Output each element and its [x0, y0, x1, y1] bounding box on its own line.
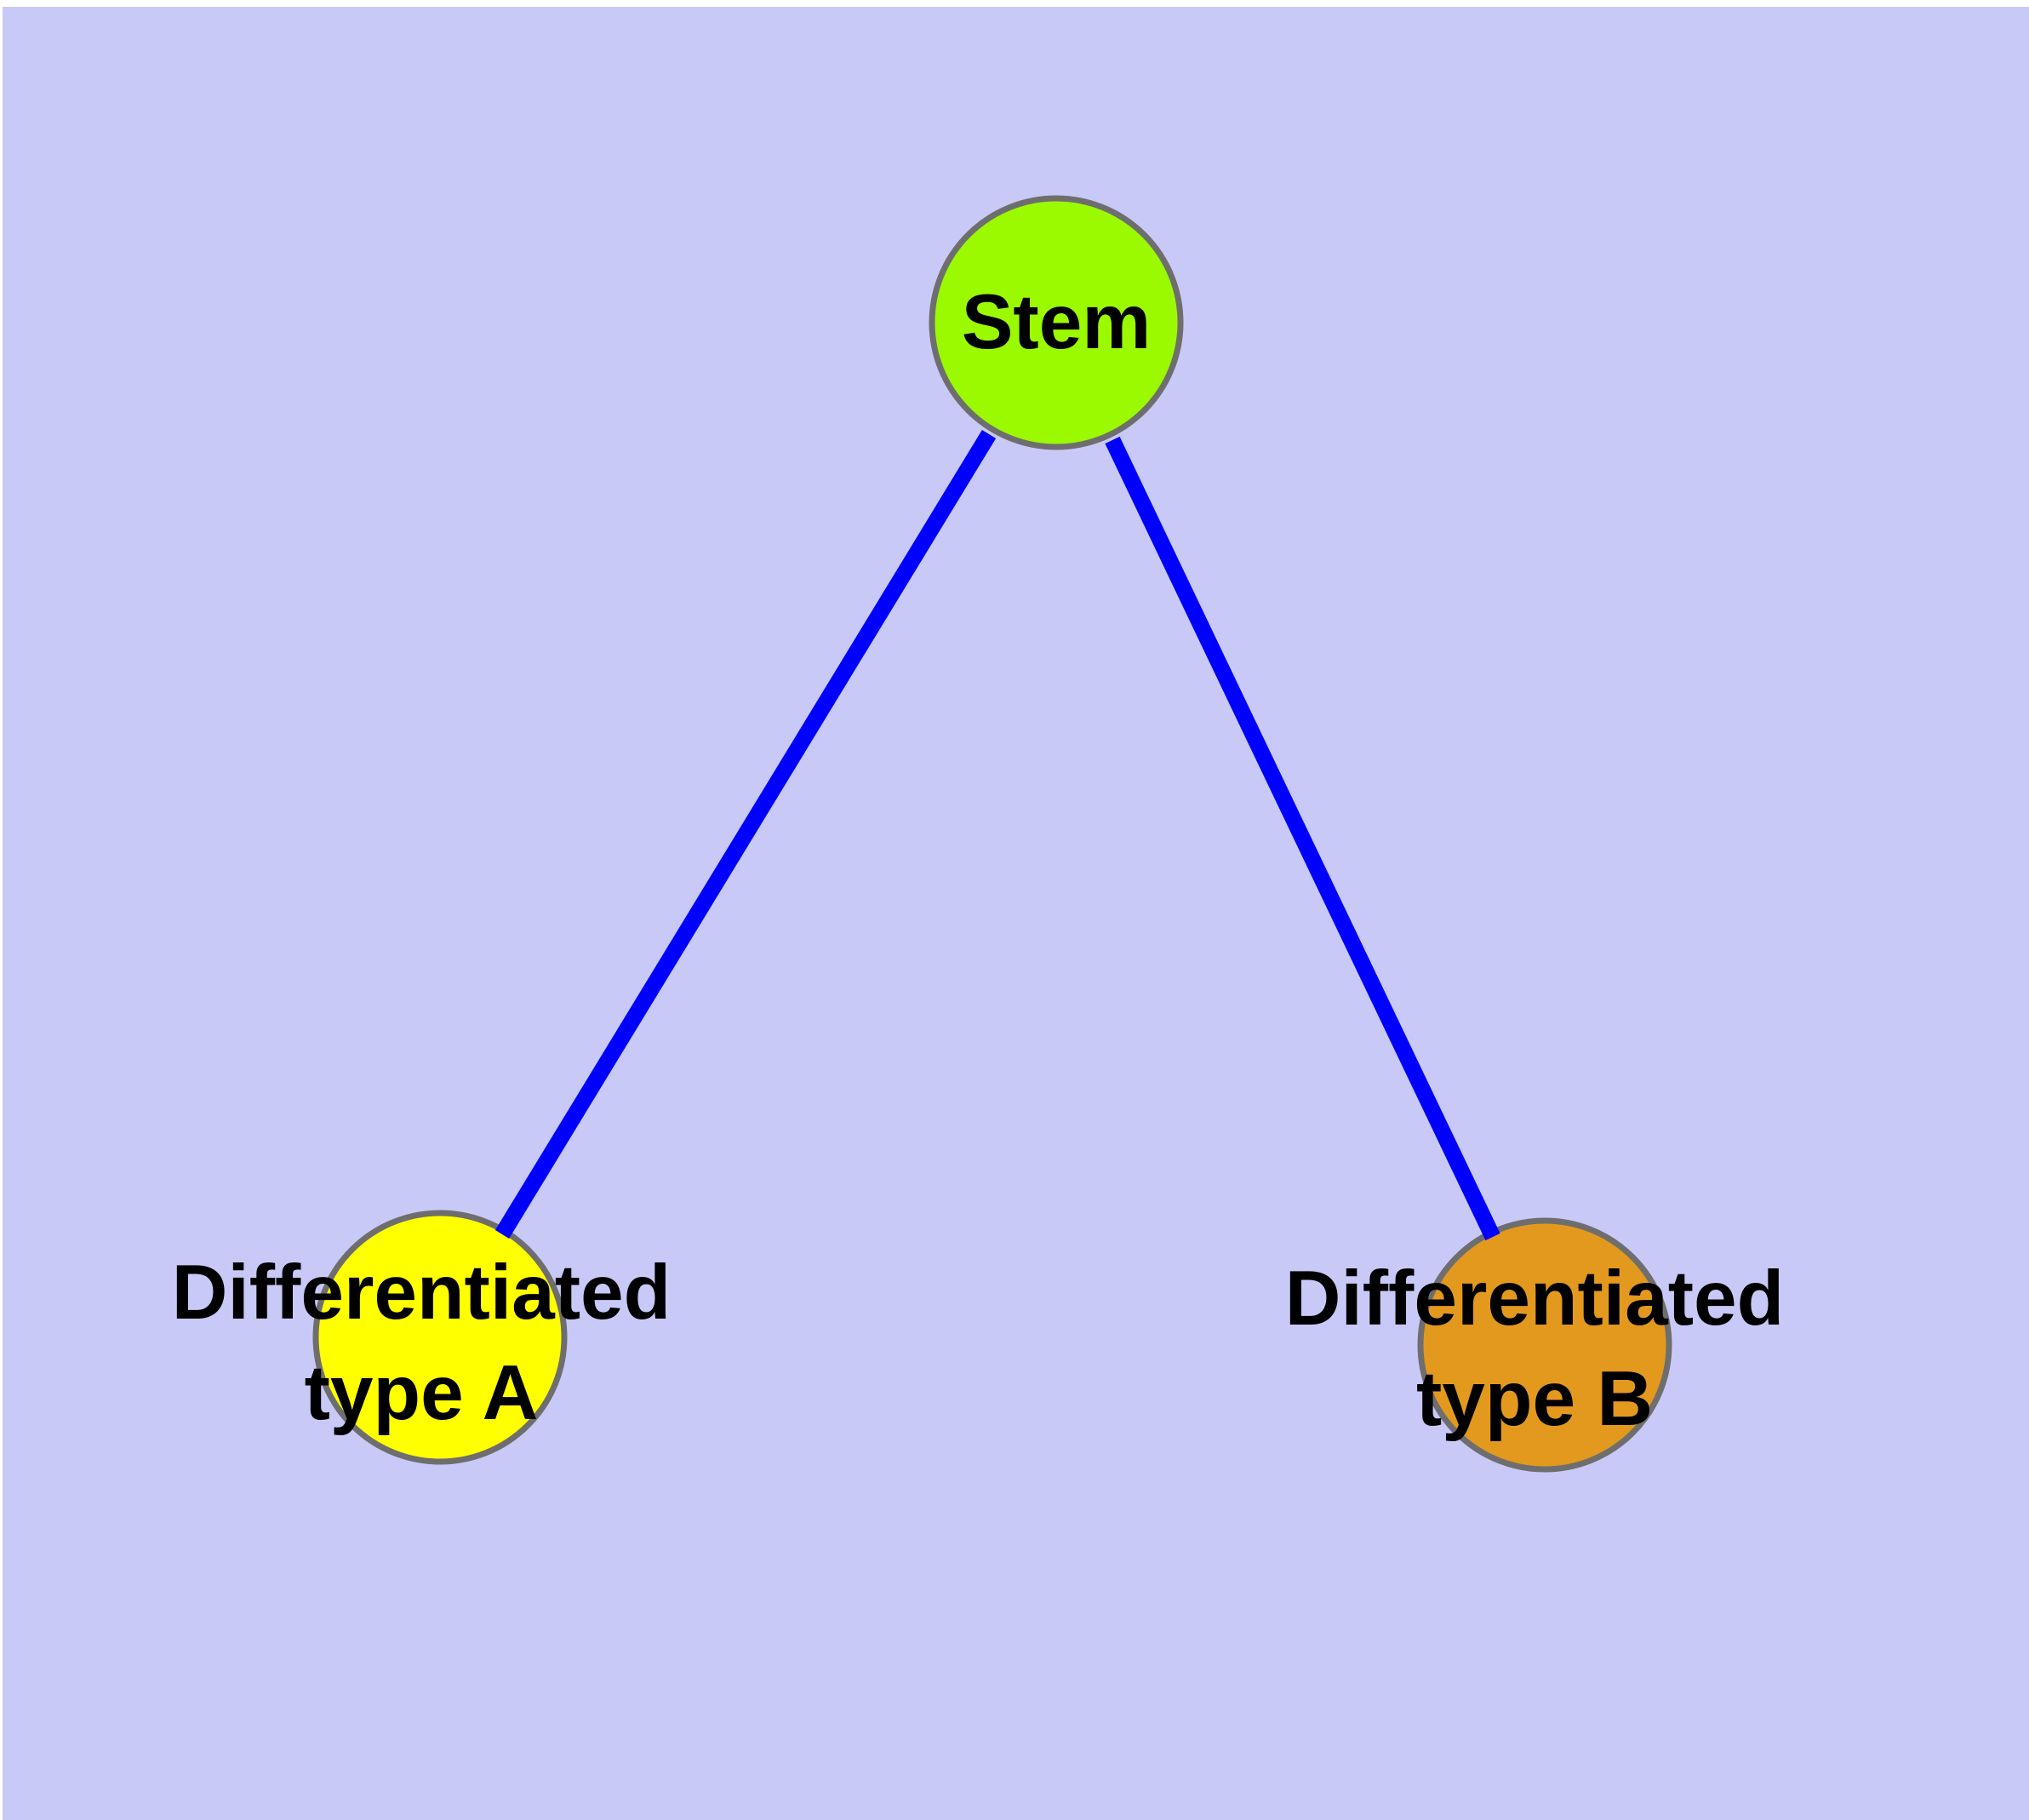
graph-canvas: Stem Differentiated type A Differentiate… — [3, 7, 2029, 1820]
nodes-layer — [312, 195, 1672, 1473]
edge-stem-to-differentiated-type-b — [1105, 436, 1500, 1241]
graph-svg — [3, 7, 2029, 1820]
edges-layer — [494, 430, 1500, 1241]
node-circle-differentiated-type-a — [312, 1210, 568, 1465]
edge-stem-to-differentiated-type-a — [494, 430, 997, 1239]
node-circle-differentiated-type-b — [1417, 1217, 1672, 1473]
node-circle-stem — [929, 195, 1184, 450]
